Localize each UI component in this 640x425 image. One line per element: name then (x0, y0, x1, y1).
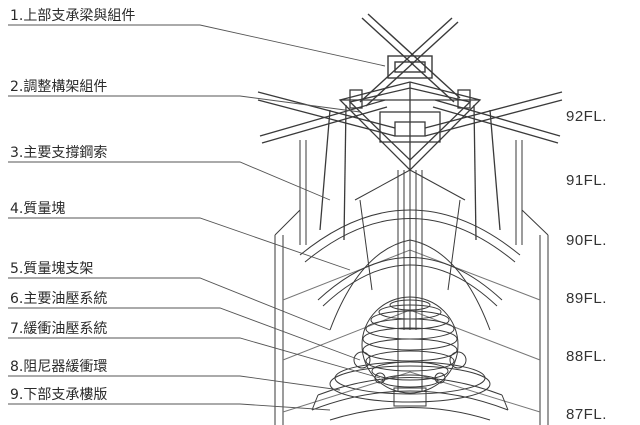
label-lower-support-slab: 9.下部支承樓版 (10, 387, 108, 403)
label-main-hydraulic-system: 6.主要油壓系統 (10, 291, 108, 307)
floor-label-87: 87FL. (566, 406, 607, 423)
tuned-mass-sphere (361, 296, 459, 394)
floor-label-92: 92FL. (566, 108, 607, 125)
floor-label-89: 89FL. (566, 290, 607, 307)
label-main-support-cable: 3.主要支撐鋼索 (10, 145, 108, 161)
label-mass-block: 4.質量塊 (10, 201, 66, 217)
upper-support-beams (359, 13, 461, 107)
mass-support-frame (299, 209, 521, 331)
lower-support-slab (311, 377, 509, 421)
damper-bumper-ring (329, 351, 491, 407)
label-buffer-hydraulic-system: 7.緩衝油壓系統 (10, 321, 108, 337)
label-damper-bumper-ring: 8.阻尼器緩衝環 (10, 359, 108, 375)
support-cables (354, 169, 466, 330)
building-walls (274, 140, 549, 425)
floor-label-91: 91FL. (566, 172, 607, 189)
label-upper-support-beam: 1.上部支承梁與組件 (10, 8, 136, 24)
adjustment-frame (257, 81, 563, 241)
label-adjustment-frame: 2.調整構架組件 (10, 79, 108, 95)
leader-lines (8, 24, 386, 411)
floor-label-88: 88FL. (566, 348, 607, 365)
floor-label-90: 90FL. (566, 232, 607, 249)
label-mass-support-frame: 5.質量塊支架 (10, 261, 94, 277)
